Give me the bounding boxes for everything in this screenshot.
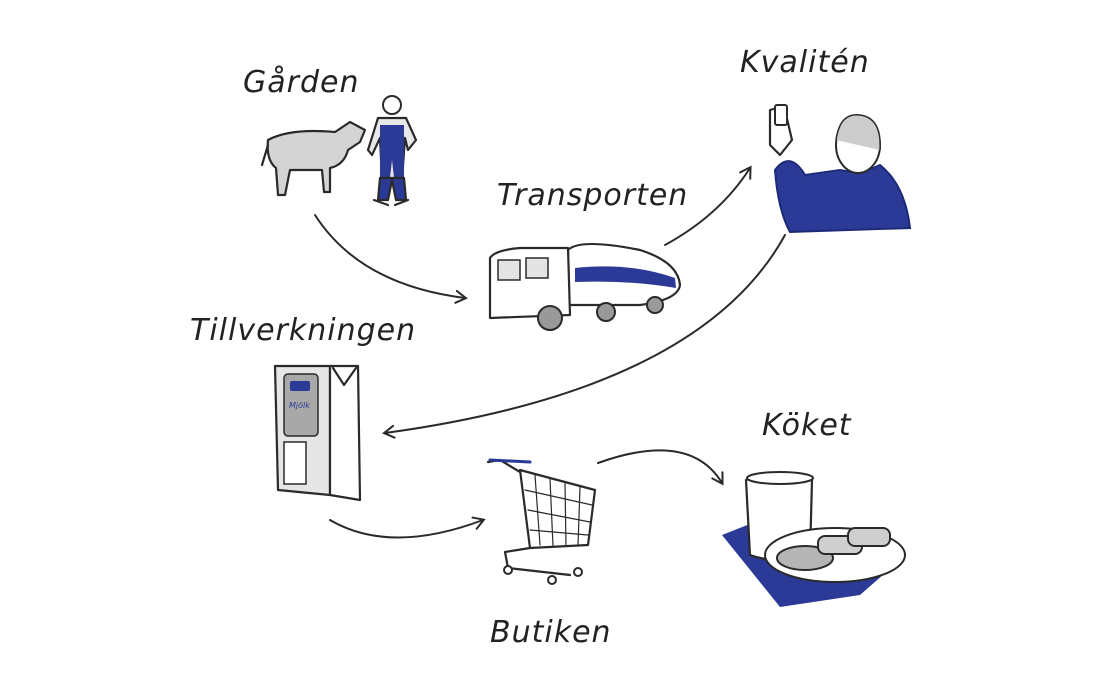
arrow-quality-to-production bbox=[382, 234, 786, 439]
arrow-farm-to-transport bbox=[314, 214, 468, 304]
label-quality: Kvalitén bbox=[740, 45, 870, 80]
milk-carton-illustration: Mjölk bbox=[273, 364, 362, 502]
label-transport: Transporten bbox=[497, 178, 688, 213]
arrow-production-to-store bbox=[329, 516, 486, 539]
label-kitchen: Köket bbox=[762, 408, 852, 443]
arrow-store-to-kitchen bbox=[597, 449, 724, 486]
cow-illustration bbox=[260, 120, 367, 197]
milk-truck-illustration bbox=[488, 242, 682, 331]
shopping-cart-illustration bbox=[486, 458, 597, 585]
arrow-transport-to-quality bbox=[664, 165, 752, 246]
carton-logo-text: Mjölk bbox=[289, 401, 310, 410]
farmer-illustration bbox=[366, 95, 418, 207]
kitchen-breakfast-illustration bbox=[722, 471, 906, 607]
label-farm: Gården bbox=[243, 65, 359, 100]
label-store: Butiken bbox=[490, 615, 612, 650]
label-production: Tillverkningen bbox=[190, 313, 416, 348]
quality-inspector-illustration bbox=[768, 104, 912, 234]
